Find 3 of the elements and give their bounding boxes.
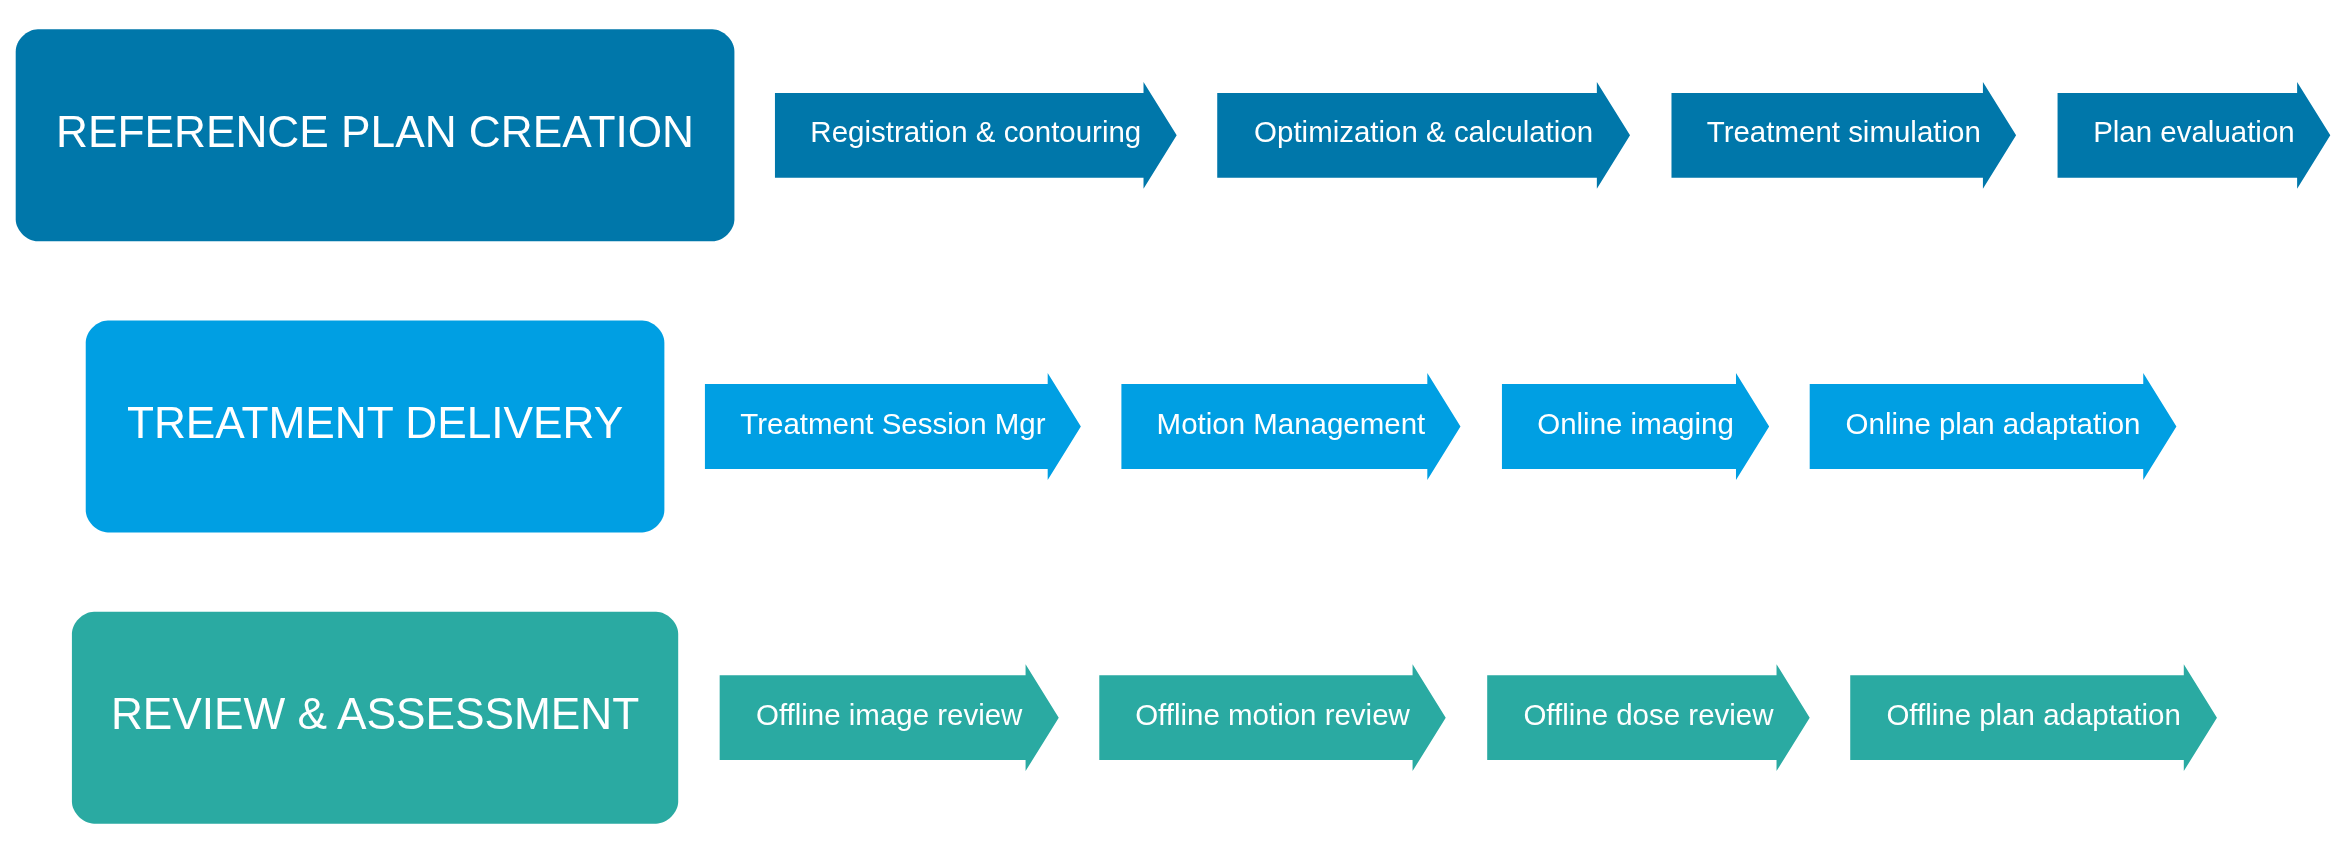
node-box: TREATMENT DELIVERY bbox=[85, 320, 665, 532]
node-box: REFERENCE PLAN CREATION bbox=[15, 28, 735, 241]
node-box: REVIEW & ASSESSMENT bbox=[71, 611, 679, 824]
